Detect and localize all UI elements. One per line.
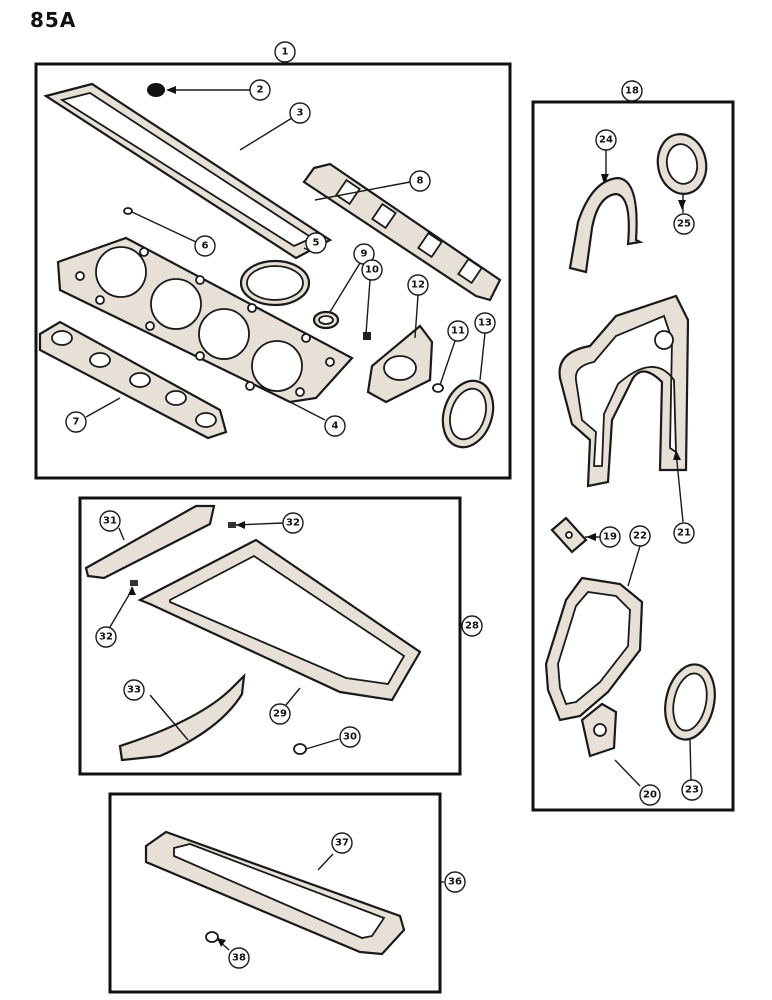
svg-text:36: 36	[448, 877, 462, 888]
callout-33: 33	[123, 679, 145, 701]
part-33-curved-seal-strip	[118, 673, 246, 762]
kit-28-box	[78, 496, 462, 776]
svg-text:22: 22	[633, 531, 647, 542]
part-21-timing-cover-gasket	[558, 294, 690, 488]
callout-25: 25	[673, 213, 695, 235]
svg-text:28: 28	[465, 621, 479, 632]
svg-text:19: 19	[603, 532, 617, 543]
callout-38: 38	[228, 947, 250, 969]
callout-24: 24	[595, 129, 617, 151]
part-32-corner-seal-bottom	[130, 580, 138, 586]
part-23-round-gasket	[664, 663, 716, 741]
svg-text:12: 12	[411, 280, 425, 291]
callout-13: 13	[474, 312, 496, 334]
svg-text:11: 11	[451, 326, 465, 337]
callout-19: 19	[599, 526, 621, 548]
svg-text:32: 32	[99, 632, 113, 643]
part-29-oil-pan-gasket	[137, 538, 422, 702]
svg-text:3: 3	[297, 108, 304, 119]
svg-text:32: 32	[286, 518, 300, 529]
svg-text:5: 5	[313, 238, 320, 249]
kit-36-box	[108, 792, 442, 994]
svg-text:8: 8	[417, 176, 424, 187]
callout-9: 9	[353, 243, 375, 265]
part-2-plug	[147, 83, 165, 97]
svg-text:24: 24	[599, 135, 613, 146]
part-6-washer	[123, 207, 133, 215]
part-12-outlet-gasket	[366, 324, 434, 404]
svg-text:33: 33	[127, 685, 141, 696]
part-8-manifold-gasket	[302, 162, 502, 302]
callout-5: 5	[305, 232, 327, 254]
leader-arrowheads	[128, 86, 686, 947]
callout-12: 12	[407, 274, 429, 296]
part-7-intake-gasket	[38, 320, 228, 440]
svg-text:23: 23	[685, 785, 699, 796]
svg-text:30: 30	[343, 732, 357, 743]
part-22-water-pump-gasket	[544, 576, 644, 722]
callout-2: 2	[249, 79, 271, 101]
svg-text:7: 7	[73, 417, 80, 428]
kit-18-box	[531, 100, 735, 812]
callout-18: 18	[621, 80, 643, 102]
callout-32-top: 32	[282, 512, 304, 534]
callout-23: 23	[681, 779, 703, 801]
callout-21: 21	[673, 522, 695, 544]
svg-text:1: 1	[282, 47, 289, 58]
svg-text:31: 31	[103, 516, 117, 527]
part-4-head-gasket	[56, 236, 354, 404]
callout-6: 6	[194, 235, 216, 257]
callout-8: 8	[409, 170, 431, 192]
svg-text:4: 4	[332, 421, 339, 432]
callout-28: 28	[461, 615, 483, 637]
part-9-o-ring	[312, 310, 340, 330]
callout-32-bottom: 32	[95, 626, 117, 648]
page-label: 85A	[30, 8, 77, 32]
svg-text:38: 38	[232, 953, 246, 964]
callout-22: 22	[629, 525, 651, 547]
callout-10: 10	[361, 259, 383, 281]
svg-text:18: 18	[625, 86, 639, 97]
part-10-nut	[363, 332, 371, 340]
callout-36: 36	[444, 871, 466, 893]
part-20-plate-gasket	[580, 702, 618, 758]
svg-text:10: 10	[365, 265, 379, 276]
callout-11: 11	[447, 320, 469, 342]
part-3-rocker-cover-gasket	[43, 82, 333, 260]
callout-1: 1	[274, 41, 296, 63]
callout-20: 20	[639, 784, 661, 806]
part-19-square-gasket	[550, 516, 588, 554]
callout-4: 4	[324, 415, 346, 437]
svg-text:9: 9	[361, 249, 368, 260]
svg-text:6: 6	[202, 241, 209, 252]
callout-31: 31	[99, 510, 121, 532]
callout-7: 7	[65, 411, 87, 433]
kit-1-box	[34, 62, 512, 480]
part-11-washer	[432, 383, 444, 393]
part-25-flange-gasket	[656, 133, 708, 195]
part-38-washer	[205, 931, 219, 943]
part-24-arch-gasket	[568, 176, 644, 274]
svg-text:21: 21	[677, 528, 691, 539]
svg-text:25: 25	[677, 219, 691, 230]
callout-30: 30	[339, 726, 361, 748]
callout-37: 37	[331, 832, 353, 854]
svg-text:13: 13	[478, 318, 492, 329]
part-30-washer	[293, 743, 307, 755]
part-5-ring-seal	[239, 259, 311, 307]
svg-text:20: 20	[643, 790, 657, 801]
svg-text:37: 37	[335, 838, 349, 849]
part-31-seal-strip	[84, 504, 216, 580]
callout-3: 3	[289, 102, 311, 124]
part-37-oil-pan-gasket	[144, 830, 406, 956]
part-32-corner-seal-top	[228, 522, 236, 528]
svg-text:2: 2	[257, 85, 264, 96]
part-13-round-gasket	[441, 379, 495, 449]
callout-29: 29	[269, 703, 291, 725]
svg-text:29: 29	[273, 709, 287, 720]
